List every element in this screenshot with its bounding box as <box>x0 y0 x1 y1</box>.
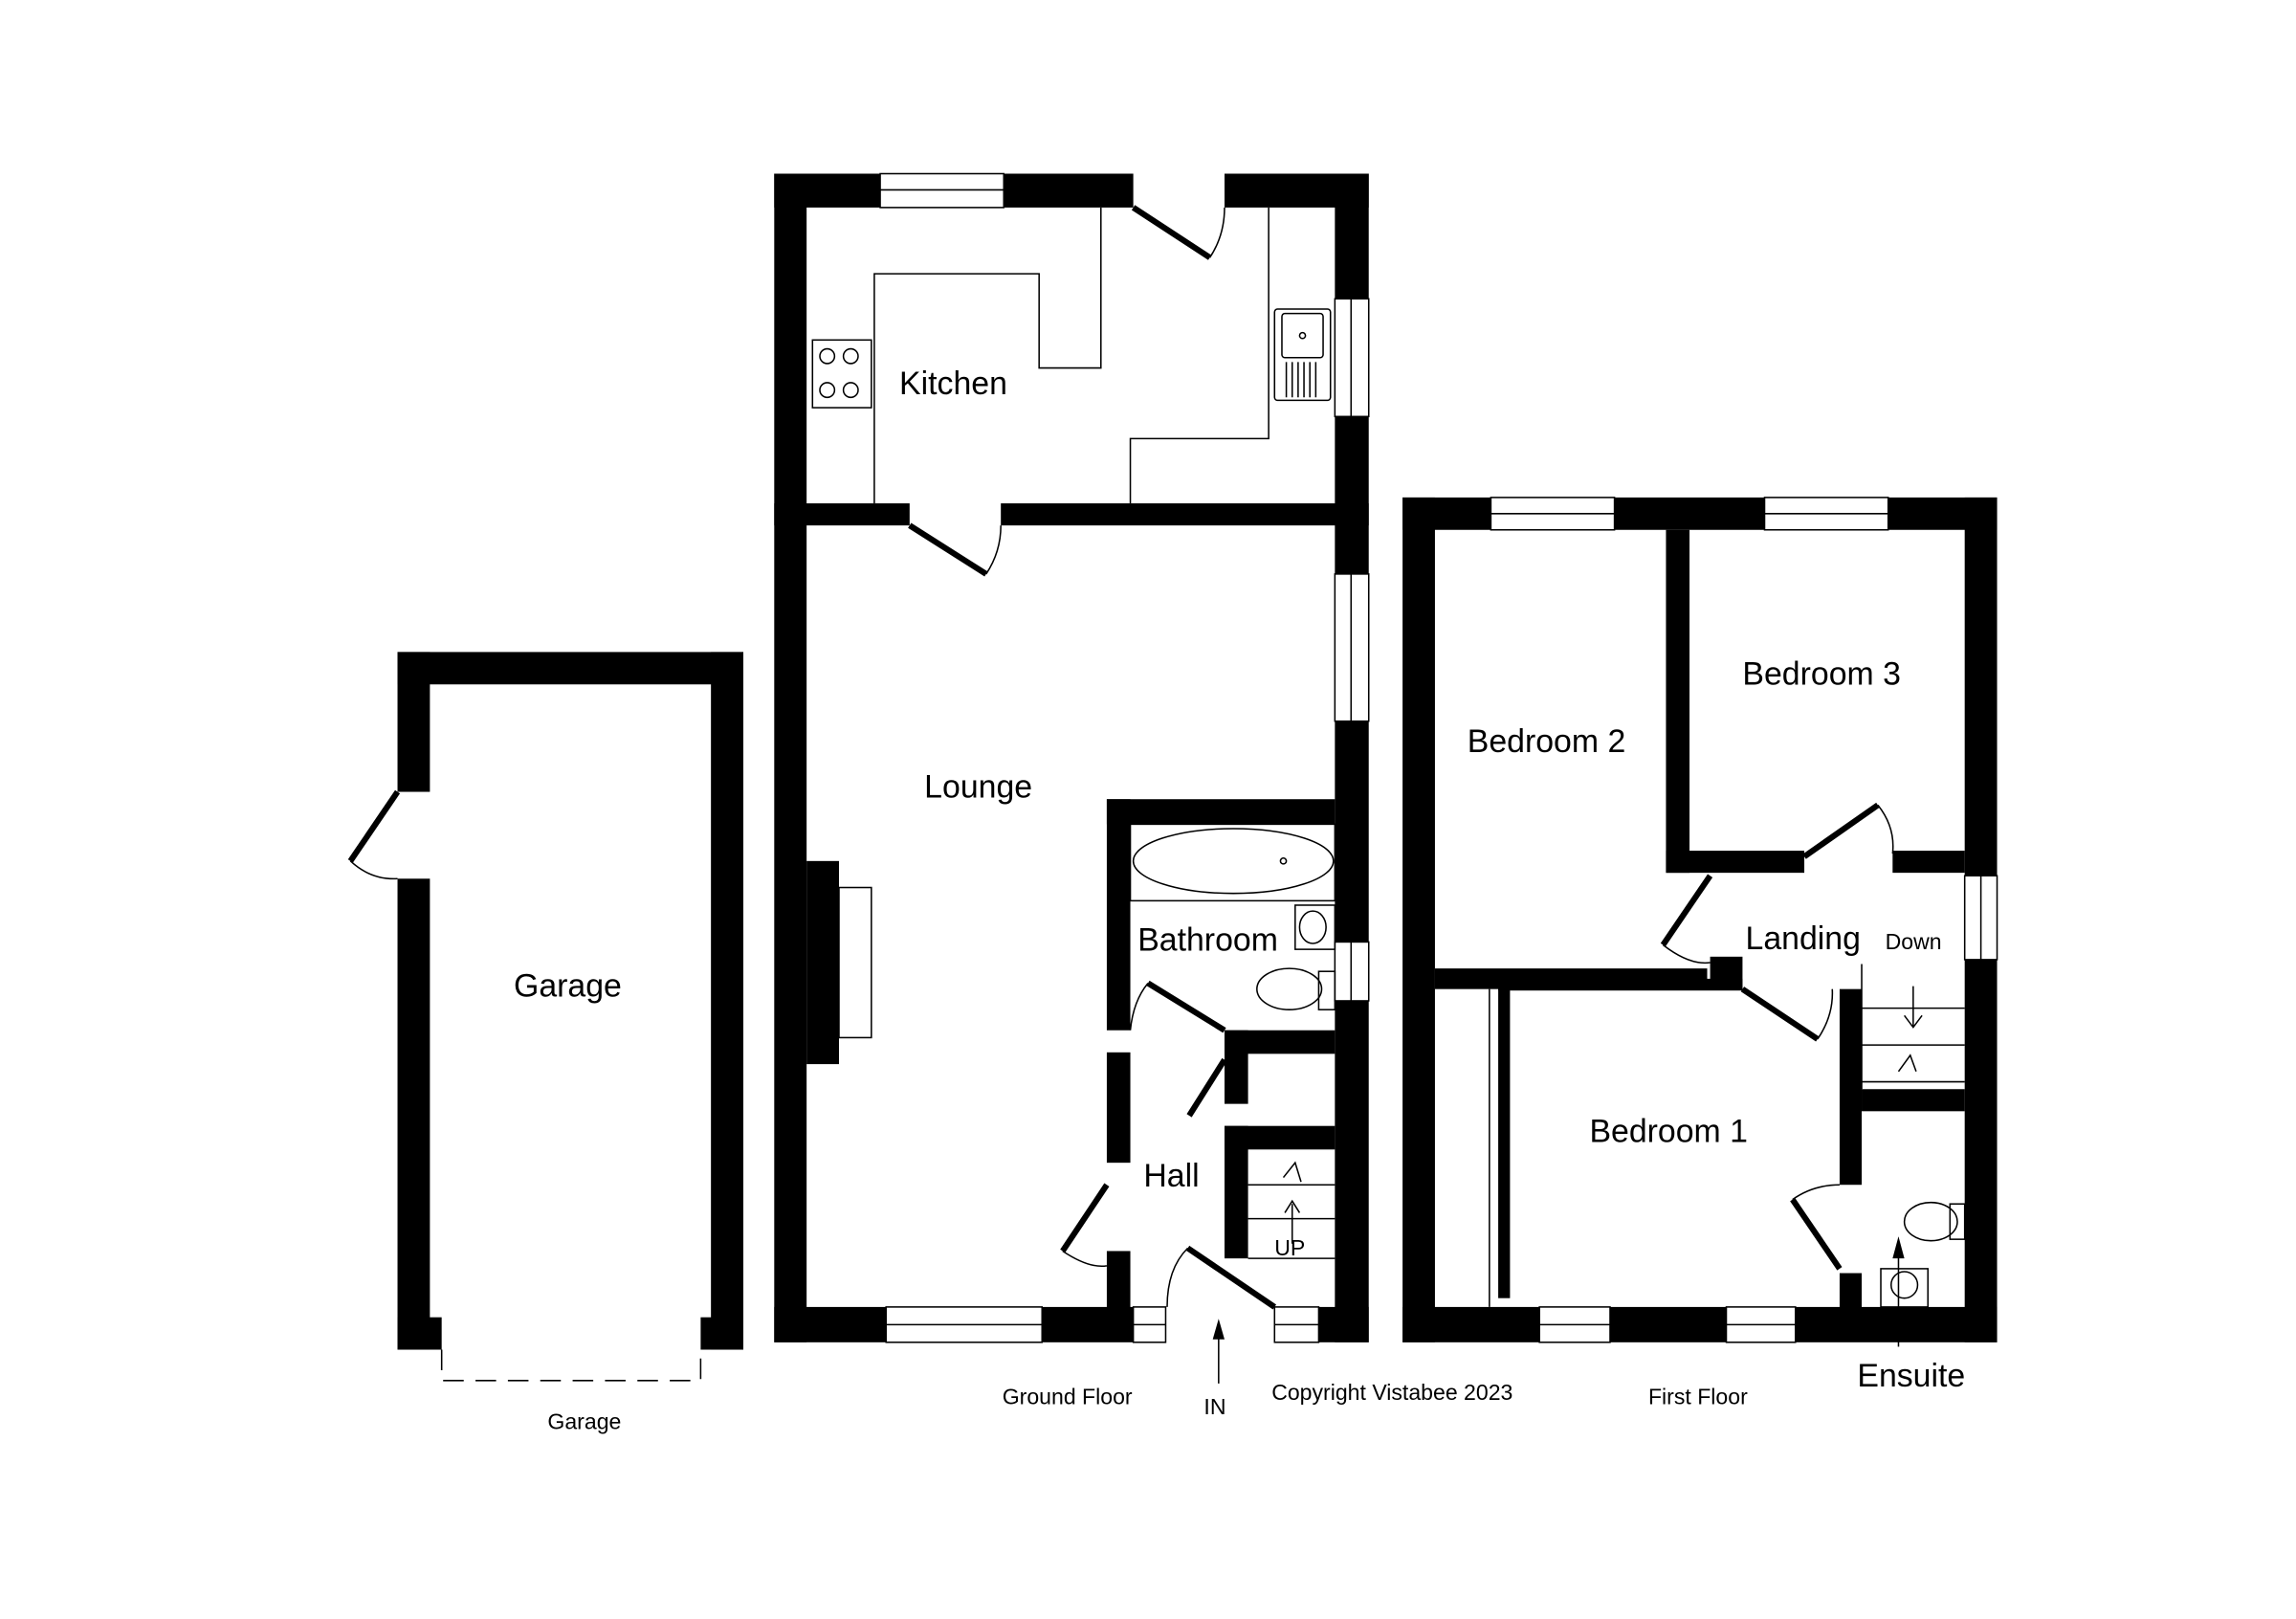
room-label-ensuite: Ensuite <box>1857 1358 1965 1394</box>
garage-side-door <box>347 789 401 863</box>
room-label-lounge: Lounge <box>924 769 1032 806</box>
first-floor-plan <box>1402 497 1998 1347</box>
room-label-hall: Hall <box>1143 1158 1199 1194</box>
room-label-bedroom-1: Bedroom 1 <box>1589 1114 1747 1150</box>
garage-plan <box>347 652 743 1382</box>
stairs-up <box>1247 1161 1336 1259</box>
copyright-text: Copyright Vistabee 2023 <box>1271 1380 1512 1405</box>
room-label-kitchen: Kitchen <box>899 366 1007 402</box>
garage-caption: Garage <box>547 1409 621 1434</box>
room-label-bedroom-3: Bedroom 3 <box>1742 655 1900 692</box>
room-label-bathroom: Bathroom <box>1137 922 1278 959</box>
stairs-down-label: Down <box>1886 929 1942 954</box>
entrance-label: IN <box>1203 1394 1225 1419</box>
ground-floor-plan <box>774 172 1370 1384</box>
room-label-landing: Landing <box>1746 920 1861 957</box>
stairs-up-label: UP <box>1274 1235 1305 1260</box>
sink-icon <box>1273 308 1332 402</box>
ground-floor-caption: Ground Floor <box>1003 1384 1133 1408</box>
room-label-garage: Garage <box>514 967 622 1004</box>
stairs-down <box>1861 964 1965 1090</box>
room-label-bedroom-2: Bedroom 2 <box>1468 723 1625 760</box>
first-floor-caption: First Floor <box>1648 1384 1748 1408</box>
hob-icon <box>811 339 872 409</box>
